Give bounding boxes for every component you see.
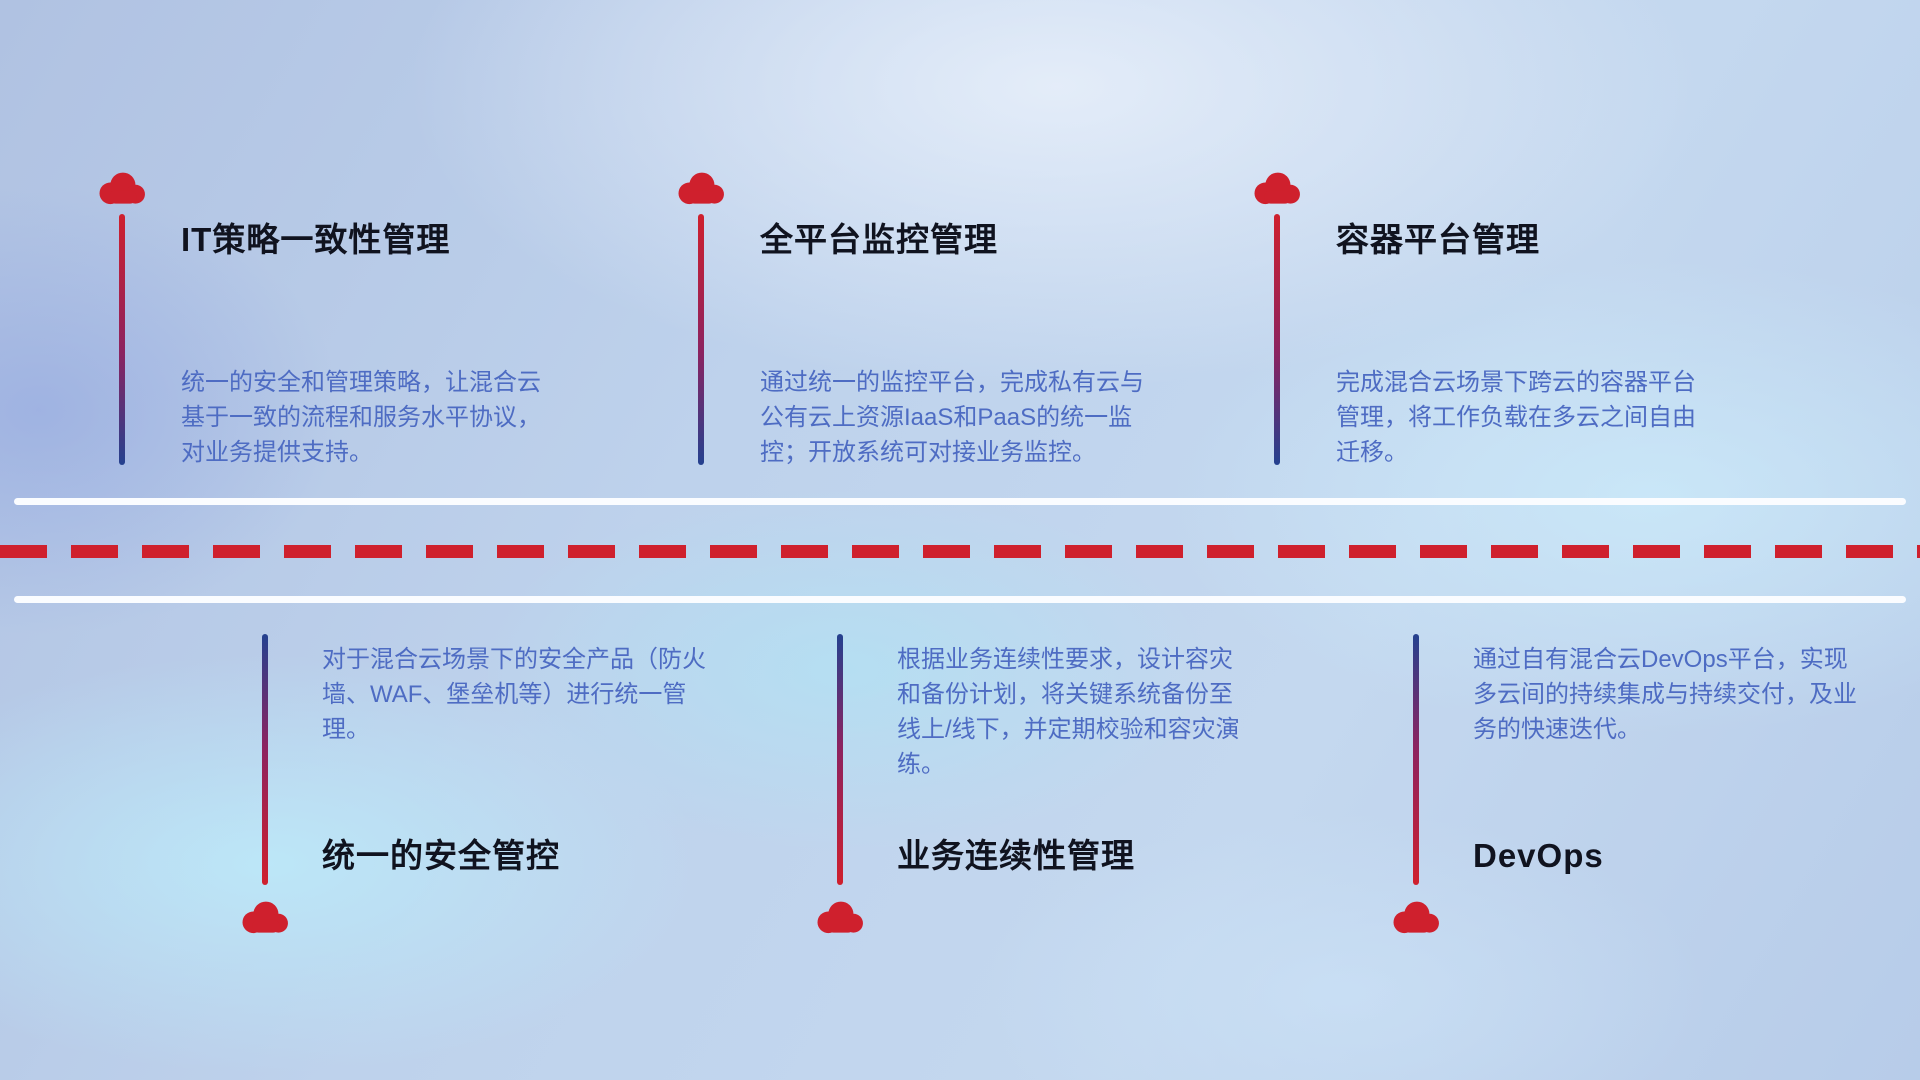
road-edge-bottom	[14, 596, 1906, 603]
feature-title: 全平台监控管理	[760, 221, 998, 258]
road-center-dashes	[0, 545, 1920, 558]
feature-title: IT策略一致性管理	[181, 221, 451, 258]
feature-title: 统一的安全管控	[322, 837, 560, 874]
timeline-stem	[119, 214, 125, 465]
road-edge-top	[14, 498, 1906, 505]
feature-title: DevOps	[1473, 837, 1604, 874]
feature-description: 通过自有混合云DevOps平台，实现多云间的持续集成与持续交付，及业务的快速迭代…	[1473, 646, 1857, 743]
feature-column-security: 对于混合云场景下的安全产品（防火墙、WAF、堡垒机等）进行统一管理。 统一的安全…	[238, 634, 798, 954]
cloud-icon	[1250, 169, 1304, 205]
cloud-icon	[238, 898, 292, 934]
cloud-icon	[95, 169, 149, 205]
cloud-icon	[674, 169, 728, 205]
cloud-icon	[1389, 898, 1443, 934]
timeline-stem	[1413, 634, 1419, 885]
timeline-stem	[262, 634, 268, 885]
feature-description: 对于混合云场景下的安全产品（防火墙、WAF、堡垒机等）进行统一管理。	[322, 646, 706, 743]
timeline-stem	[837, 634, 843, 885]
feature-description: 完成混合云场景下跨云的容器平台管理，将工作负载在多云之间自由迁移。	[1336, 369, 1696, 466]
feature-column-devops: 通过自有混合云DevOps平台，实现多云间的持续集成与持续交付，及业务的快速迭代…	[1389, 634, 1920, 954]
feature-description: 统一的安全和管理策略，让混合云基于一致的流程和服务水平协议，对业务提供支持。	[181, 369, 541, 466]
timeline-stem	[698, 214, 704, 465]
feature-description: 根据业务连续性要求，设计容灾和备份计划，将关键系统备份至线上/线下，并定期校验和…	[897, 646, 1240, 778]
feature-column-container: 容器平台管理 完成混合云场景下跨云的容器平台管理，将工作负载在多云之间自由迁移。	[1250, 169, 1810, 489]
feature-title: 业务连续性管理	[897, 837, 1135, 874]
feature-column-continuity: 根据业务连续性要求，设计容灾和备份计划，将关键系统备份至线上/线下，并定期校验和…	[813, 634, 1373, 954]
cloud-icon	[813, 898, 867, 934]
feature-column-monitoring: 全平台监控管理 通过统一的监控平台，完成私有云与公有云上资源IaaS和PaaS的…	[674, 169, 1234, 489]
timeline-stem	[1274, 214, 1280, 465]
feature-description: 通过统一的监控平台，完成私有云与公有云上资源IaaS和PaaS的统一监控；开放系…	[760, 369, 1144, 466]
feature-column-it-policy: IT策略一致性管理 统一的安全和管理策略，让混合云基于一致的流程和服务水平协议，…	[95, 169, 655, 489]
feature-title: 容器平台管理	[1336, 221, 1540, 258]
